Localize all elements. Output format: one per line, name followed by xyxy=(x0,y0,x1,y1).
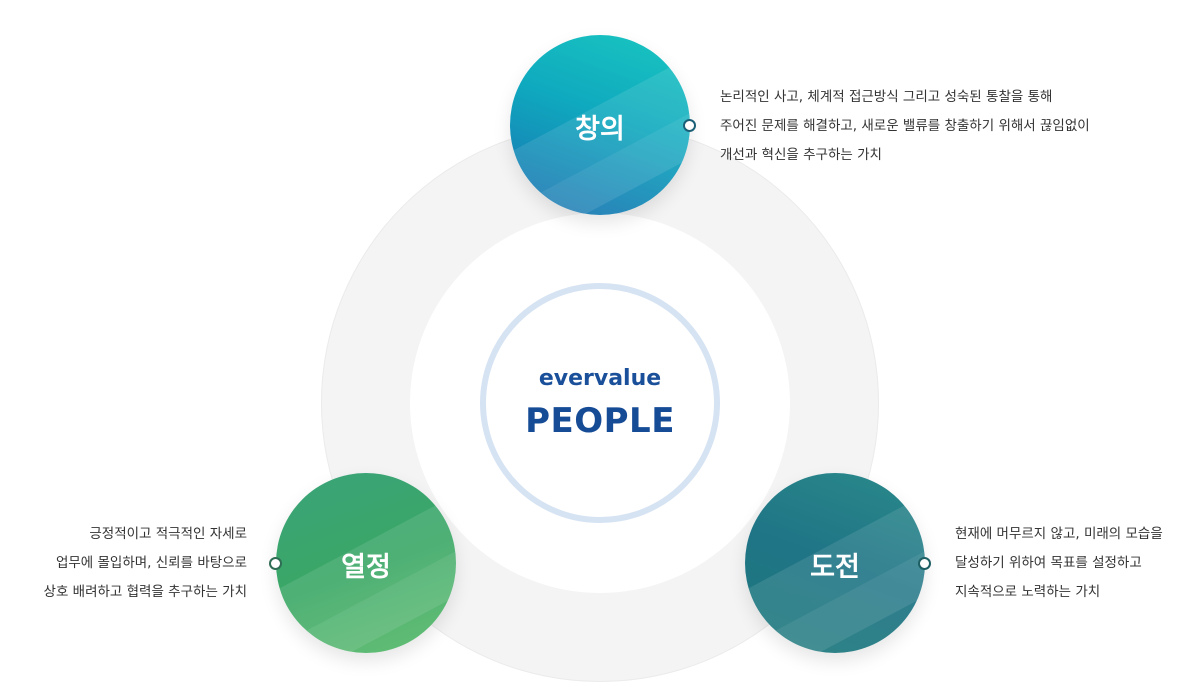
value-description-creativity: 논리적인 사고, 체계적 접근방식 그리고 성숙된 통찰을 통해 주어진 문제를… xyxy=(720,83,1090,170)
description-line: 현재에 머무르지 않고, 미래의 모습을 xyxy=(955,526,1163,542)
connector-dot-creativity xyxy=(683,119,696,132)
value-label-creativity: 창의 xyxy=(575,114,625,145)
description-line: 업무에 몰입하며, 신뢰를 바탕으로 xyxy=(55,555,247,571)
value-label-challenge: 도전 xyxy=(810,552,860,583)
connector-dot-challenge xyxy=(918,557,931,570)
connector-dot-passion xyxy=(269,557,282,570)
description-line: 논리적인 사고, 체계적 접근방식 그리고 성숙된 통찰을 통해 xyxy=(720,89,1053,105)
description-line: 주어진 문제를 해결하고, 새로운 밸류를 창출하기 위해서 끊임없이 xyxy=(720,118,1090,134)
value-circle-challenge: 도전 xyxy=(745,473,925,653)
center-circle: evervalue PEOPLE xyxy=(480,283,720,523)
value-circle-creativity: 창의 xyxy=(510,35,690,215)
description-line: 긍정적이고 적극적인 자세로 xyxy=(89,526,247,542)
center-title: PEOPLE xyxy=(525,401,675,441)
value-circle-passion: 열정 xyxy=(276,473,456,653)
value-label-passion: 열정 xyxy=(341,552,391,583)
description-line: 달성하기 위하여 목표를 설정하고 xyxy=(955,555,1142,571)
center-brand: evervalue xyxy=(538,366,662,391)
value-description-passion: 긍정적이고 적극적인 자세로 업무에 몰입하며, 신뢰를 바탕으로 상호 배려하… xyxy=(44,520,247,607)
value-description-challenge: 현재에 머무르지 않고, 미래의 모습을 달성하기 위하여 목표를 설정하고 지… xyxy=(955,520,1163,607)
description-line: 지속적으로 노력하는 가치 xyxy=(955,584,1101,600)
description-line: 개선과 혁신을 추구하는 가치 xyxy=(720,147,882,163)
description-line: 상호 배려하고 협력을 추구하는 가치 xyxy=(43,584,247,600)
